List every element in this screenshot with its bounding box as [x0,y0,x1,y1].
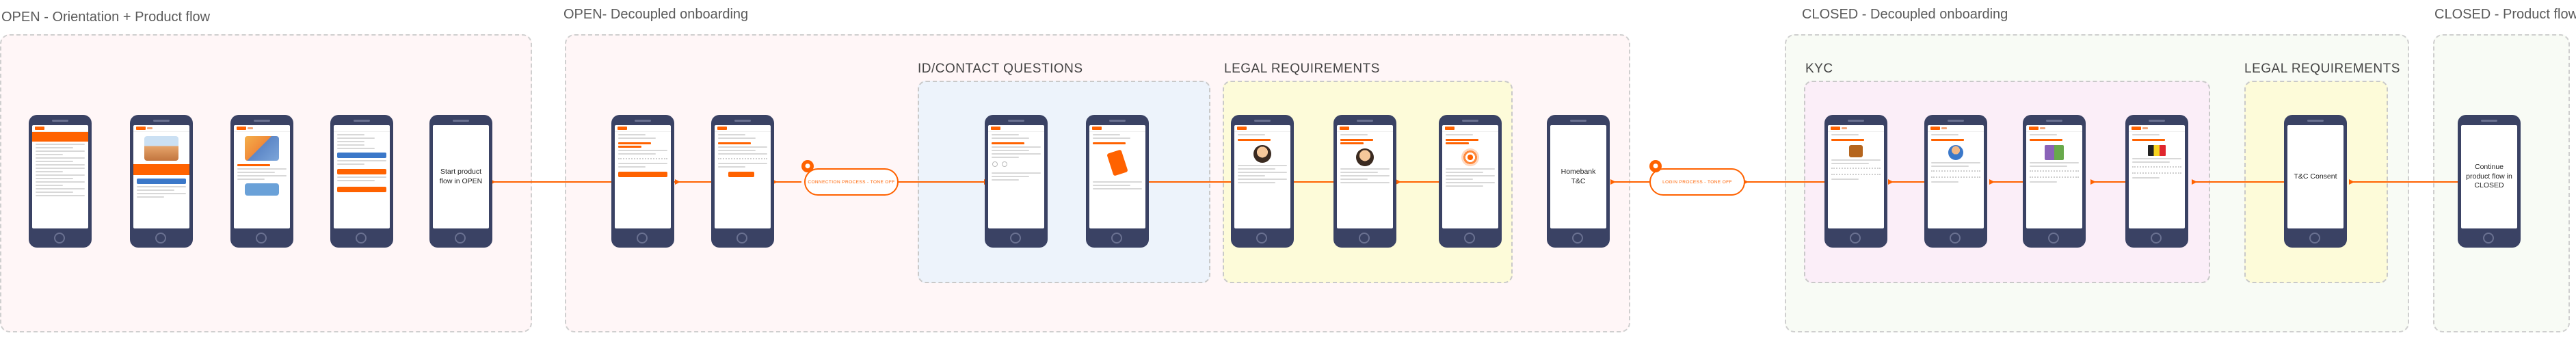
phone-start-product[interactable]: Start product flow in OPEN [429,115,492,248]
phone-orientation-2[interactable] [130,115,193,248]
subsection-title-legal-closed: LEGAL REQUIREMENTS [2244,62,2400,76]
phone-orientation-1[interactable] [29,115,92,248]
section-title-open-onboarding: OPEN- Decoupled onboarding [563,7,749,22]
phone-legal-2[interactable] [1333,115,1396,248]
phone-kyc-tax-residency[interactable] [2125,115,2188,248]
section-title-open-orientation: OPEN - Orientation + Product flow [1,10,211,25]
lock-icon: ● [801,160,814,172]
phone-label-continue-product: Continue product flow in CLOSED [2466,163,2512,190]
phone-contact-info[interactable] [1086,115,1149,248]
phone-phone-number[interactable] [611,115,674,248]
phone-label-tc-consent: T&C Consent [2294,172,2337,181]
phone-homebank-tc[interactable]: Homebank T&C [1547,115,1610,248]
lock-icon: ● [1649,160,1662,172]
phone-check-details[interactable] [985,115,1048,248]
phone-tc-consent[interactable]: T&C Consent [2284,115,2347,248]
section-title-closed-onboarding: CLOSED - Decoupled onboarding [1802,7,2008,22]
section-title-closed-product: CLOSED - Product flow [2434,7,2576,22]
login-process-label: LOGIN PROCESS - TONE OFF [1662,179,1732,185]
login-process-pill[interactable]: LOGIN PROCESS - TONE OFF [1649,168,1745,196]
subsection-title-id-contact: ID/CONTACT QUESTIONS [918,62,1083,76]
phone-label-start-product: Start product flow in OPEN [439,167,483,185]
phone-kyc-marital-status[interactable] [2023,115,2086,248]
subsection-title-kyc: KYC [1805,62,1833,76]
phone-legal-3[interactable] [1439,115,1502,248]
phone-kyc-professional-activity[interactable] [1924,115,1987,248]
phone-label-homebank-tc: Homebank T&C [1561,167,1596,185]
phone-orientation-4[interactable] [330,115,393,248]
phone-orientation-3[interactable] [230,115,293,248]
subsection-title-legal-open: LEGAL REQUIREMENTS [1224,62,1380,76]
phone-legal-1[interactable] [1231,115,1294,248]
phone-continue-product[interactable]: Continue product flow in CLOSED [2458,115,2521,248]
phone-kyc-profession[interactable] [1824,115,1887,248]
phone-connect-with-itsme[interactable] [711,115,774,248]
connection-process-label: CONNECTION PROCESS - TONE OFF [808,179,895,185]
connection-process-pill[interactable]: CONNECTION PROCESS - TONE OFF [804,168,899,196]
